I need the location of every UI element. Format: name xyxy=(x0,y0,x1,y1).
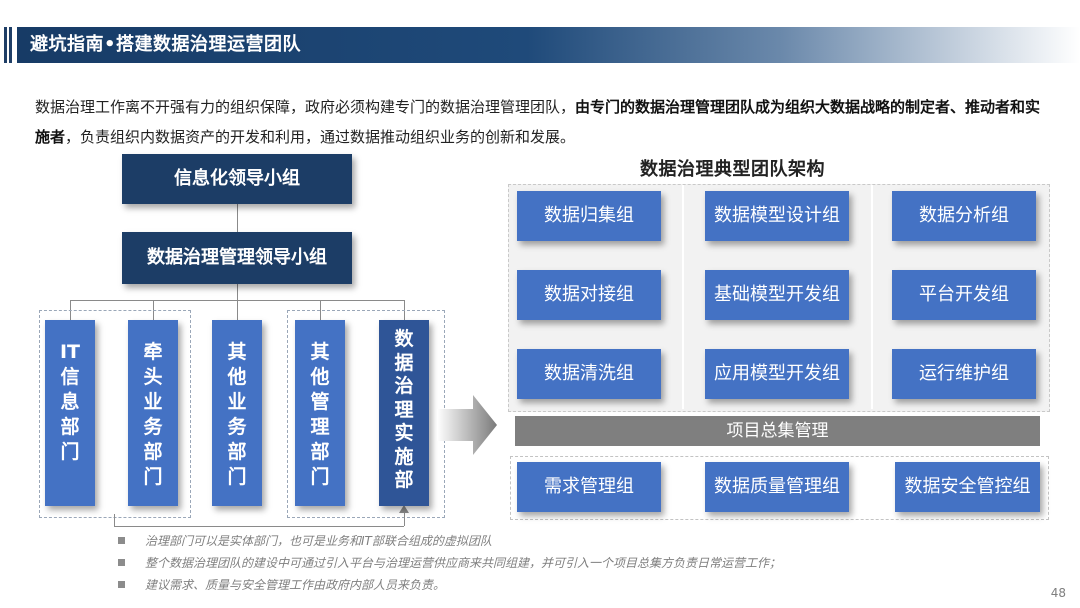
dept-governance-implementation: 数 据 治 理 实 施 部 xyxy=(379,320,429,506)
column-divider xyxy=(682,185,684,409)
role-data-quality: 数据质量管理组 xyxy=(705,462,849,512)
note-item: 治理部门可以是实体部门，也可是业务和IT部联合组成的虚拟团队 xyxy=(118,532,492,549)
dept-char: 实 xyxy=(394,422,414,444)
dept-other-management: 其 他 管 理 部 门 xyxy=(295,320,345,506)
role-app-model-dev: 应用模型开发组 xyxy=(705,349,849,399)
dept-char: 门 xyxy=(310,466,330,488)
dept-char: 牵 xyxy=(143,341,163,363)
role-data-cleansing: 数据清洗组 xyxy=(517,349,661,399)
dept-char: 他 xyxy=(227,366,247,388)
dept-char: 施 xyxy=(394,445,414,468)
loop-connector-right xyxy=(404,510,405,526)
connector-dept-3 xyxy=(237,300,238,320)
header-accent-bar-2 xyxy=(9,27,12,63)
header-bar xyxy=(17,27,1080,63)
dept-char: 治 xyxy=(394,375,414,397)
project-management-bar: 项目总集管理 xyxy=(515,416,1040,446)
bullet-square-icon xyxy=(118,581,125,588)
dept-char: 业 xyxy=(143,391,163,413)
note-text: 治理部门可以是实体部门，也可是业务和IT部联合组成的虚拟团队 xyxy=(145,534,492,548)
loop-connector-bottom xyxy=(114,526,404,527)
page-number: 48 xyxy=(1050,586,1066,600)
dept-char: 门 xyxy=(60,441,80,463)
bullet-square-icon xyxy=(118,559,125,566)
role-platform-dev: 平台开发组 xyxy=(892,270,1036,320)
loop-arrow-head-icon xyxy=(399,505,409,513)
connector-top-mid xyxy=(237,204,238,232)
role-data-integration: 数据对接组 xyxy=(517,270,661,320)
dept-char: 据 xyxy=(394,351,414,374)
note-text: 整个数据治理团队的建设中可通过引入平台与治理运营供应商来共同组建，并可引入一个项… xyxy=(145,556,782,570)
dept-char: 业 xyxy=(227,391,247,413)
role-requirements: 需求管理组 xyxy=(517,462,661,512)
virtual-team-group-left xyxy=(39,310,191,518)
dept-char: 信 xyxy=(60,366,80,388)
dept-char: 部 xyxy=(143,441,163,463)
role-operations: 运行维护组 xyxy=(892,349,1036,399)
it-leadership-group-box: 信息化领导小组 xyxy=(122,154,352,204)
dept-char: 头 xyxy=(143,366,163,388)
dept-char: 门 xyxy=(143,466,163,488)
dept-char: 理 xyxy=(394,398,414,421)
intro-text-2: ，负责组织内数据资产的开发和利用，通过数据推动组织业务的创新和发展。 xyxy=(65,128,576,146)
note-item: 整个数据治理团队的建设中可通过引入平台与治理运营供应商来共同组建，并可引入一个项… xyxy=(118,554,781,571)
dept-char: 部 xyxy=(310,441,330,463)
dept-char: 其 xyxy=(227,341,247,363)
connector-mid-down xyxy=(237,284,238,300)
bullet-square-icon xyxy=(118,537,125,544)
dept-char: 部 xyxy=(60,416,80,438)
dept-char: 其 xyxy=(310,341,330,363)
intro-paragraph: 数据治理工作离不开强有力的组织保障，政府必须构建专门的数据治理管理团队，由专门的… xyxy=(35,92,1055,152)
role-data-security: 数据安全管控组 xyxy=(895,462,1040,512)
dept-char: 管 xyxy=(310,391,330,413)
architecture-title: 数据治理典型团队架构 xyxy=(640,159,825,180)
loop-connector-left xyxy=(114,514,115,526)
dept-char: 部 xyxy=(394,469,414,491)
dept-char: 部 xyxy=(227,441,247,463)
dept-it: IT 信 息 部 门 xyxy=(45,320,95,506)
intro-bold-text: 由专门的数据治理管理团队成为组织大数据战略的制定者、推动者和实施者 xyxy=(35,98,1041,146)
role-data-model-design: 数据模型设计组 xyxy=(705,191,849,241)
page-title: 避坑指南•搭建数据治理运营团队 xyxy=(30,34,302,55)
dept-other-business: 其 他 业 务 部 门 xyxy=(212,320,262,506)
dept-lead-business: 牵 头 业 务 部 门 xyxy=(128,320,178,506)
dept-char: 理 xyxy=(310,416,330,438)
header-accent-bar xyxy=(4,27,7,63)
dept-char: 门 xyxy=(227,466,247,488)
intro-text-1: 数据治理工作离不开强有力的组织保障，政府必须构建专门的数据治理管理团队， xyxy=(35,98,576,116)
dept-char: 数 xyxy=(394,328,414,350)
flow-arrow-icon xyxy=(437,395,497,455)
note-item: 建议需求、质量与安全管理工作由政府内部人员来负责。 xyxy=(118,576,445,593)
dept-char: 息 xyxy=(60,391,80,413)
dept-char: 务 xyxy=(227,416,247,438)
role-data-analysis: 数据分析组 xyxy=(892,191,1036,241)
dept-char: IT xyxy=(59,341,81,363)
governance-leadership-group-box: 数据治理管理领导小组 xyxy=(122,232,352,284)
note-text: 建议需求、质量与安全管理工作由政府内部人员来负责。 xyxy=(145,578,446,592)
role-data-collection: 数据归集组 xyxy=(517,191,661,241)
dept-char: 务 xyxy=(143,416,163,438)
column-divider xyxy=(871,185,873,409)
internal-roles-frame xyxy=(510,456,1049,520)
role-base-model-dev: 基础模型开发组 xyxy=(705,270,849,320)
dept-char: 他 xyxy=(310,366,330,388)
